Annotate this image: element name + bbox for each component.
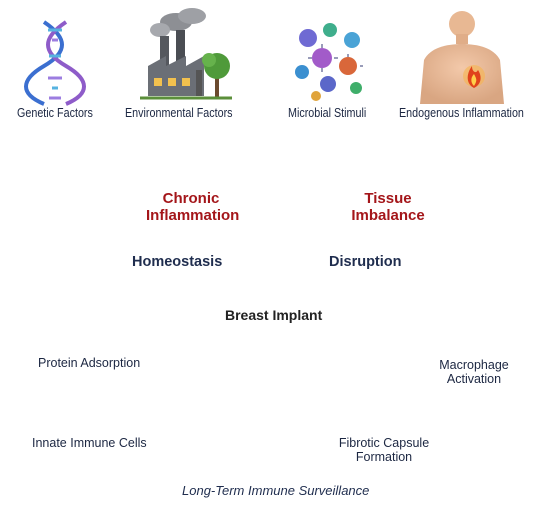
label-homeostasis: Homeostasis [132,254,223,270]
label-chronic-inflammation: Chronic Inflammation [146,190,240,224]
label-imbalance: Imbalance [351,207,425,224]
label-fibrotic-capsule-formation: Fibrotic Capsule Formation [336,436,432,464]
dna-icon [24,20,86,106]
label-formation: Formation [355,450,413,464]
label-microbial-stimuli: Microbial Stimuli [288,106,367,120]
label-innate-immune-cells: Innate Immune Cells [32,436,147,450]
label-tissue: Tissue [364,190,412,207]
label-long-term-immune-surveillance: Long-Term Immune Surveillance [182,483,370,498]
torso-fire-icon [420,11,504,104]
label-disruption: Disruption [329,254,402,270]
label-breast-implant: Breast Implant [225,307,323,323]
label-tissue-imbalance: Tissue Imbalance [348,190,428,224]
microbe-icon [295,23,363,101]
label-macrophage-activation: Macrophage Activation [436,358,512,386]
label-inflammation: Inflammation [146,207,240,224]
label-macrophage: Macrophage [439,358,509,372]
label-chronic: Chronic [162,190,220,207]
label-environmental-factors: Environmental Factors [125,106,233,120]
label-fibrotic-capsule: Fibrotic Capsule [338,436,430,450]
label-genetic-factors: Genetic Factors [17,106,93,120]
label-activation: Activation [446,372,502,386]
label-endogenous-inflammation: Endogenous Inflammation [399,106,524,120]
label-protein-adsorption: Protein Adsorption [38,356,141,370]
factory-icon [140,8,232,100]
